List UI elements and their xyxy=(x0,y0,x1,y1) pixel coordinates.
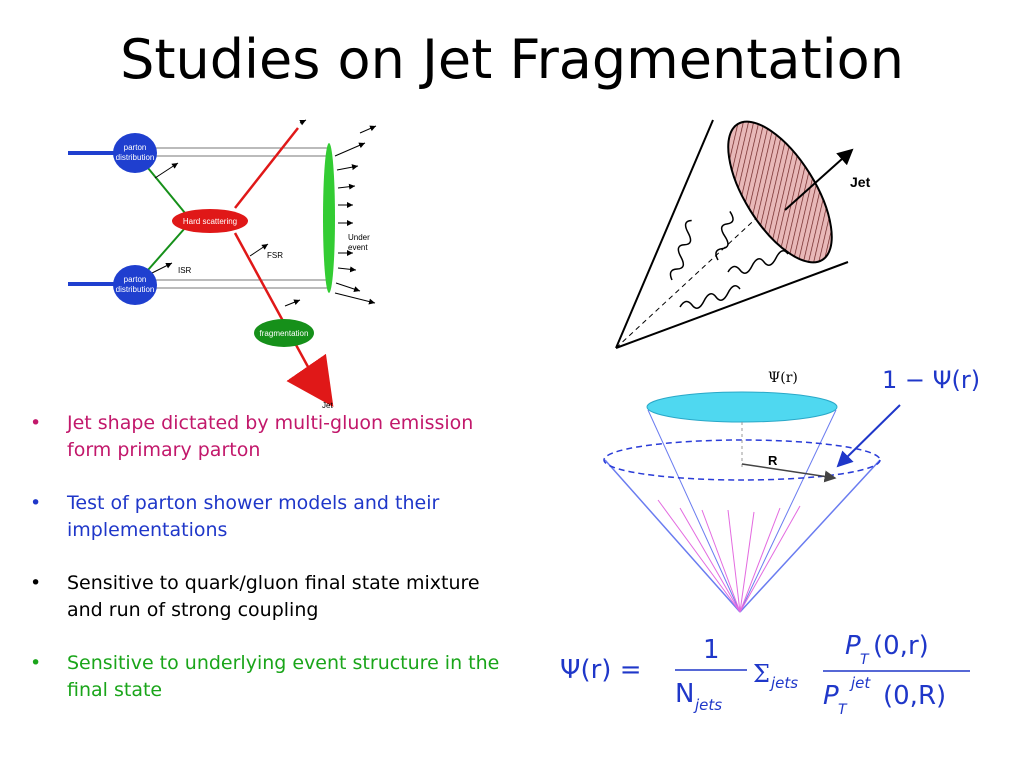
bullet-dot: • xyxy=(30,652,42,674)
cone-jet-label: Jet xyxy=(850,174,871,190)
jet-label: Jet xyxy=(322,401,333,410)
inner-disc xyxy=(646,391,838,423)
parton-bottom-label-1: parton xyxy=(124,275,147,284)
parton-bottom-blob xyxy=(113,265,157,305)
bullet-dot: • xyxy=(30,412,42,434)
formula-den-args: (0,R) xyxy=(883,681,946,711)
bullet-text: Test of parton shower models and their i… xyxy=(67,492,440,541)
bullet-item: • Sensitive to quark/gluon final state m… xyxy=(30,570,500,624)
hard-scattering-label: Hard scattering xyxy=(183,217,237,226)
underlying-event-ellipse xyxy=(323,143,335,293)
bullet-dot: • xyxy=(30,492,42,514)
bullet-item: • Jet shape dictated by multi-gluon emis… xyxy=(30,410,500,464)
formula-P-num: P xyxy=(845,631,861,661)
parton-top-label-2: distribution xyxy=(116,153,155,162)
formula-sigma-sub: jets xyxy=(769,674,798,692)
jet-cone-disc xyxy=(727,120,833,264)
radius-label: R xyxy=(768,453,778,468)
event-diagram: parton distribution parton distribution … xyxy=(68,119,377,410)
parton-top-blob xyxy=(113,133,157,173)
bullet-dot: • xyxy=(30,572,42,594)
slide-title: Studies on Jet Fragmentation xyxy=(120,28,904,91)
formula-num-args: (0,r) xyxy=(873,631,929,661)
jet-shape-diagram: R Ψ(r) 1 − Ψ(r) xyxy=(603,366,980,613)
fragmentation-label: fragmentation xyxy=(260,329,309,338)
under-label-2: event xyxy=(348,243,368,252)
bullet-list: • Jet shape dictated by multi-gluon emis… xyxy=(30,410,500,730)
psi-r-label: Ψ(r) xyxy=(768,370,798,386)
bullet-item: • Test of parton shower models and their… xyxy=(30,490,500,544)
isr-label: ISR xyxy=(178,266,192,275)
formula-sigma: Σ xyxy=(753,660,770,688)
bullet-item: • Sensitive to underlying event structur… xyxy=(30,650,500,704)
formula-jet-sup: jet xyxy=(849,674,871,692)
one-minus-psi-arrow xyxy=(836,404,901,468)
parton-bottom-label-2: distribution xyxy=(116,285,155,294)
hard-scattering-blob xyxy=(172,209,248,233)
formula-T-sub-den: T xyxy=(838,702,848,718)
radius-arrow xyxy=(741,463,837,483)
formula-N: N xyxy=(675,679,694,709)
formula-T-sub-num: T xyxy=(860,652,870,668)
formula-P-den: P xyxy=(823,681,839,711)
one-minus-psi-label: 1 − Ψ(r) xyxy=(882,366,980,394)
bullet-text: Jet shape dictated by multi-gluon emissi… xyxy=(67,412,474,461)
parton-top-label-1: parton xyxy=(124,143,147,152)
formula-numerator-one: 1 xyxy=(703,635,720,665)
bullet-text: Sensitive to underlying event structure … xyxy=(67,652,500,701)
fsr-label: FSR xyxy=(267,251,283,260)
formula-lhs: Ψ(r) = xyxy=(560,655,642,685)
jet-shape-formula: Ψ(r) = 1 N jets Σ jets P T (0,r) P T jet… xyxy=(560,631,970,718)
cone-diagram: Jet xyxy=(615,119,871,349)
fragmentation-blob xyxy=(254,319,314,347)
bullet-text: Sensitive to quark/gluon final state mix… xyxy=(67,572,480,621)
cone-radius-ellipse xyxy=(603,439,881,481)
under-label-1: Under xyxy=(348,233,370,242)
jet-axis-arrow xyxy=(784,148,854,211)
formula-N-sub: jets xyxy=(693,696,722,714)
